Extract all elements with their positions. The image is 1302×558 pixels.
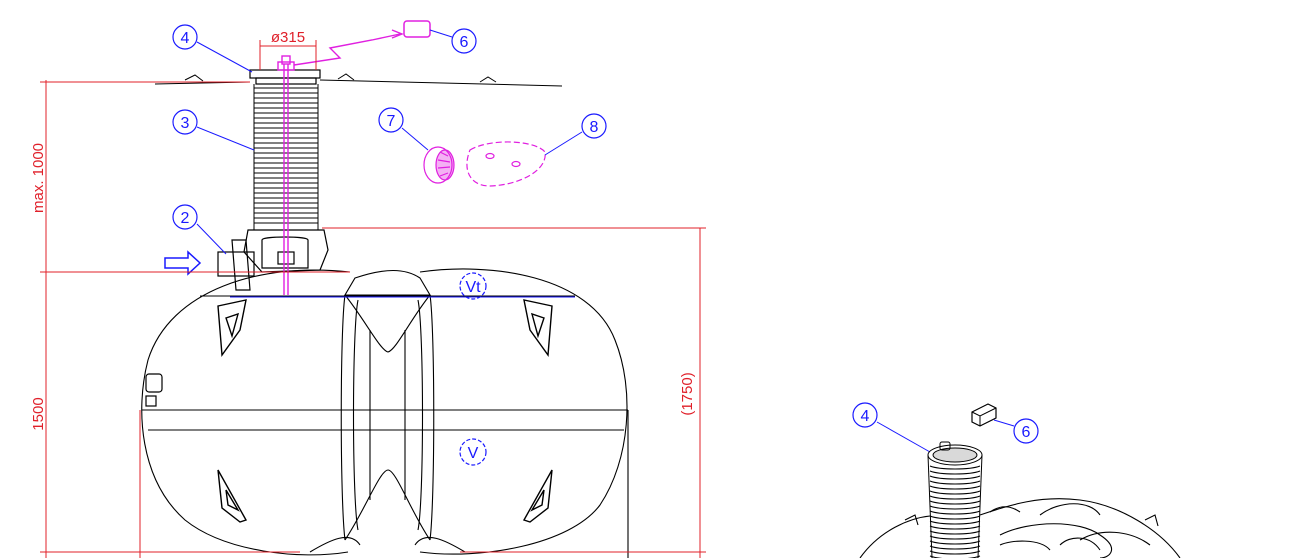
- v-marker-label: V: [468, 445, 479, 462]
- callout-leaders: [196, 29, 1015, 453]
- iso-shaft-rib: [929, 515, 981, 520]
- callout-4-iso: 4: [852, 402, 878, 428]
- iso-shaft-rib: [929, 520, 981, 525]
- filter-lid-8: [466, 141, 546, 187]
- shaft-height-label: max. 1000: [30, 143, 47, 213]
- inlet-pipe: [217, 239, 255, 291]
- total-height-label: (1750): [679, 372, 696, 415]
- iso-shaft-rib: [929, 530, 981, 535]
- callout-3: 3: [172, 109, 198, 135]
- iso-shaft-rib: [929, 535, 981, 540]
- callout-4: 4: [172, 24, 198, 50]
- callout-4-iso-label: 4: [861, 408, 870, 425]
- dimension-lines-red: [40, 40, 706, 558]
- iso-shaft-rib: [929, 490, 981, 495]
- inlet-arrow-icon: [164, 250, 202, 276]
- v-marker: V: [459, 438, 487, 466]
- handle-recesses: [217, 299, 553, 523]
- callout-6-iso: 6: [1013, 418, 1039, 444]
- iso-shaft-rib: [929, 495, 981, 500]
- corrugated-shaft: [253, 84, 319, 230]
- iso-control-box-icon: [971, 403, 997, 427]
- iso-shaft-rib: [929, 555, 981, 558]
- iso-shaft-rib: [929, 500, 981, 505]
- tank-body: [141, 268, 629, 558]
- callout-3-label: 3: [181, 115, 190, 132]
- iso-shaft-rib: [929, 475, 981, 480]
- callout-7: 7: [378, 107, 404, 133]
- iso-shaft-rib: [929, 545, 981, 550]
- iso-shaft-rib: [929, 525, 981, 530]
- pipe-diameter-label: ø315: [271, 29, 305, 46]
- iso-shaft-rib: [929, 480, 981, 485]
- iso-shaft-rib: [929, 550, 981, 555]
- side-fittings: [145, 373, 163, 407]
- iso-shaft-rib: [929, 470, 981, 475]
- pump-cable: [277, 29, 404, 295]
- iso-shaft-rib: [929, 540, 981, 545]
- callout-7-label: 7: [387, 113, 396, 130]
- callout-2-label: 2: [181, 210, 190, 227]
- shaft-adapter: [243, 229, 329, 273]
- tank-height-label: 1500: [30, 397, 47, 430]
- iso-tank: [859, 498, 1181, 558]
- control-box-icon: [403, 20, 431, 38]
- iso-shaft-rib: [929, 510, 981, 515]
- callout-6-iso-label: 6: [1022, 424, 1031, 441]
- vt-marker-label: Vt: [465, 279, 481, 296]
- vt-marker: Vt: [459, 272, 487, 300]
- callout-8-label: 8: [590, 119, 599, 136]
- iso-shaft: [927, 441, 983, 558]
- callout-8: 8: [581, 113, 607, 139]
- iso-shaft-rib: [929, 465, 981, 470]
- callout-4-label: 4: [181, 30, 190, 47]
- shaft-cover: [249, 69, 321, 85]
- filter-basket-7: [423, 146, 455, 184]
- callout-6: 6: [451, 28, 477, 54]
- ground-line: [154, 73, 563, 87]
- iso-shaft-rib: [929, 485, 981, 490]
- iso-shaft-rib: [929, 505, 981, 510]
- callout-2: 2: [172, 204, 198, 230]
- callout-6-label: 6: [460, 34, 469, 51]
